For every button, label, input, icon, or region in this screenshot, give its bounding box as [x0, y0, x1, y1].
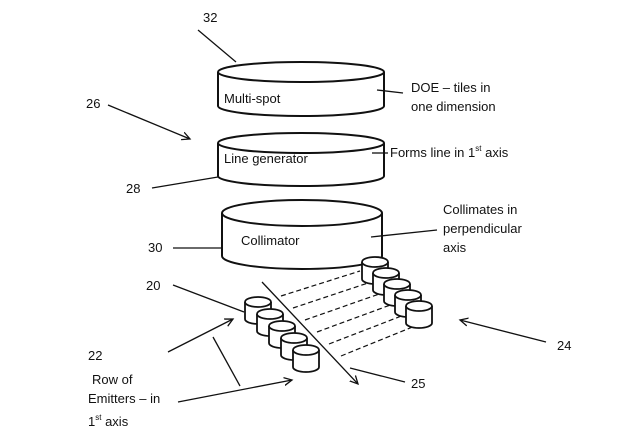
- leader-22-arrow-upper: [167, 319, 233, 353]
- leader-doe: [376, 89, 404, 94]
- leader-25: [349, 367, 406, 383]
- emitter-row-left: [244, 296, 320, 373]
- ref-30: 30: [148, 240, 162, 255]
- ref-32: 32: [203, 10, 217, 25]
- beam-line: [328, 314, 405, 345]
- row-of-emitters-note: Row of Emitters – in 1st axis: [88, 372, 161, 429]
- forms-line-note: Forms line in 1st axis: [390, 144, 509, 160]
- multispot-cylinder: [217, 61, 385, 117]
- emitter-row-right: [361, 256, 433, 329]
- ref-22: 22: [88, 348, 102, 363]
- axis-25-arrow: [261, 281, 358, 384]
- line-generator-cylinder: [217, 132, 385, 187]
- leader-22-arrow-lower: [177, 380, 292, 403]
- beam-line: [316, 303, 394, 333]
- collimator-label: Collimator: [241, 233, 300, 248]
- multispot-label: Multi-spot: [224, 91, 281, 106]
- leader-32: [197, 29, 237, 63]
- beam-line: [292, 281, 372, 309]
- collimator-cylinder: [221, 199, 383, 270]
- leader-collimates: [370, 229, 438, 238]
- ref-24: 24: [557, 338, 571, 353]
- leader-24: [460, 320, 547, 343]
- beam-line: [280, 270, 361, 297]
- leader-28: [151, 176, 219, 189]
- leader-20: [172, 284, 245, 313]
- beam-lines: [280, 270, 416, 357]
- ref-25: 25: [411, 376, 425, 391]
- ref-26: 26: [86, 96, 100, 111]
- leader-22-divider: [212, 336, 241, 387]
- ref-28: 28: [126, 181, 140, 196]
- emitter: [405, 300, 433, 329]
- collimates-note: Collimates in perpendicular axis: [443, 202, 522, 255]
- doe-note: DOE – tiles in one dimension: [411, 80, 496, 114]
- beam-line: [340, 325, 416, 357]
- emitter: [292, 344, 320, 373]
- leader-26: [107, 104, 190, 139]
- line-generator-label: Line generator: [224, 151, 309, 166]
- ref-20: 20: [146, 278, 160, 293]
- beam-line: [304, 292, 383, 321]
